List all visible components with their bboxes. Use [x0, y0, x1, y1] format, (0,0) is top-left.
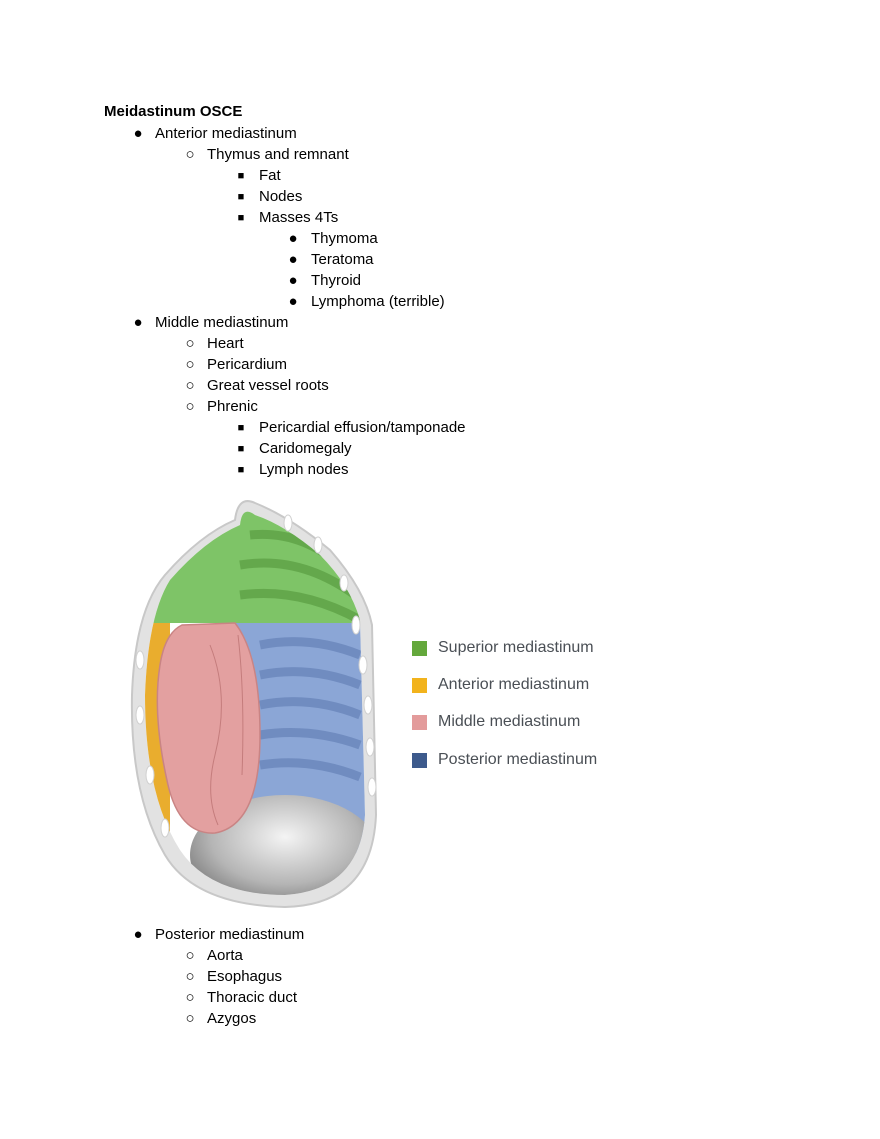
- bullet-filled-circle: ●: [288, 230, 298, 247]
- list-item-label: Thymus and remnant: [207, 146, 349, 163]
- list-item-label: Lymph nodes: [259, 461, 349, 478]
- list-item-label: Lymphoma (terrible): [311, 293, 445, 310]
- list-item-label: Posterior mediastinum: [155, 926, 305, 943]
- bullet-hollow-circle: ○: [185, 146, 195, 163]
- bullet-hollow-circle: ○: [185, 989, 195, 1006]
- bullet-filled-circle: ●: [133, 125, 143, 142]
- legend-swatch: [412, 715, 427, 730]
- list-item-label: Thoracic duct: [207, 989, 298, 1006]
- bullet-square: ■: [237, 443, 245, 455]
- legend-label: Anterior mediastinum: [438, 676, 590, 693]
- bullet-square: ■: [237, 464, 245, 476]
- mediastinum-diagram: [110, 495, 670, 915]
- legend-swatch: [412, 678, 427, 693]
- bullet-hollow-circle: ○: [185, 947, 195, 964]
- bullet-hollow-circle: ○: [185, 398, 195, 415]
- bullet-hollow-circle: ○: [185, 377, 195, 394]
- bullet-square: ■: [237, 170, 245, 182]
- bullet-hollow-circle: ○: [185, 356, 195, 373]
- list-item-label: Pericardium: [207, 356, 288, 373]
- legend-label: Superior mediastinum: [438, 639, 594, 656]
- list-item-label: Anterior mediastinum: [155, 125, 297, 142]
- list-item-label: Thyroid: [311, 272, 362, 289]
- list-item-label: Fat: [259, 167, 281, 184]
- list-item-label: Phrenic: [207, 398, 258, 415]
- bullet-filled-circle: ●: [288, 272, 298, 289]
- list-item-label: Pericardial effusion/tamponade: [259, 419, 466, 436]
- list-item-label: Middle mediastinum: [155, 314, 289, 331]
- bullet-filled-circle: ●: [288, 293, 298, 310]
- legend-swatch: [412, 753, 427, 768]
- legend-swatch: [412, 641, 427, 656]
- bullet-square: ■: [237, 422, 245, 434]
- list-item-label: Masses 4Ts: [259, 209, 339, 226]
- list-item-label: Teratoma: [311, 251, 374, 268]
- list-item-label: Great vessel roots: [207, 377, 329, 394]
- list-item-label: Nodes: [259, 188, 303, 205]
- list-item-label: Thymoma: [311, 230, 378, 247]
- list-item-label: Azygos: [207, 1010, 257, 1027]
- bullet-filled-circle: ●: [133, 926, 143, 943]
- bullet-hollow-circle: ○: [185, 968, 195, 985]
- bullet-filled-circle: ●: [288, 251, 298, 268]
- document-title: Meidastinum OSCE: [104, 103, 243, 120]
- list-item-label: Caridomegaly: [259, 440, 352, 457]
- bullet-square: ■: [237, 212, 245, 224]
- heart-region: [156, 622, 261, 834]
- legend-label: Posterior mediastinum: [438, 751, 598, 768]
- list-item-label: Aorta: [207, 947, 243, 964]
- bullet-filled-circle: ●: [133, 314, 143, 331]
- mediastinum-illustration: [130, 500, 378, 909]
- list-item-label: Esophagus: [207, 968, 283, 985]
- list-item-label: Heart: [207, 335, 244, 352]
- legend-label: Middle mediastinum: [438, 713, 581, 730]
- bullet-square: ■: [237, 191, 245, 203]
- bullet-hollow-circle: ○: [185, 335, 195, 352]
- bullet-hollow-circle: ○: [185, 1010, 195, 1027]
